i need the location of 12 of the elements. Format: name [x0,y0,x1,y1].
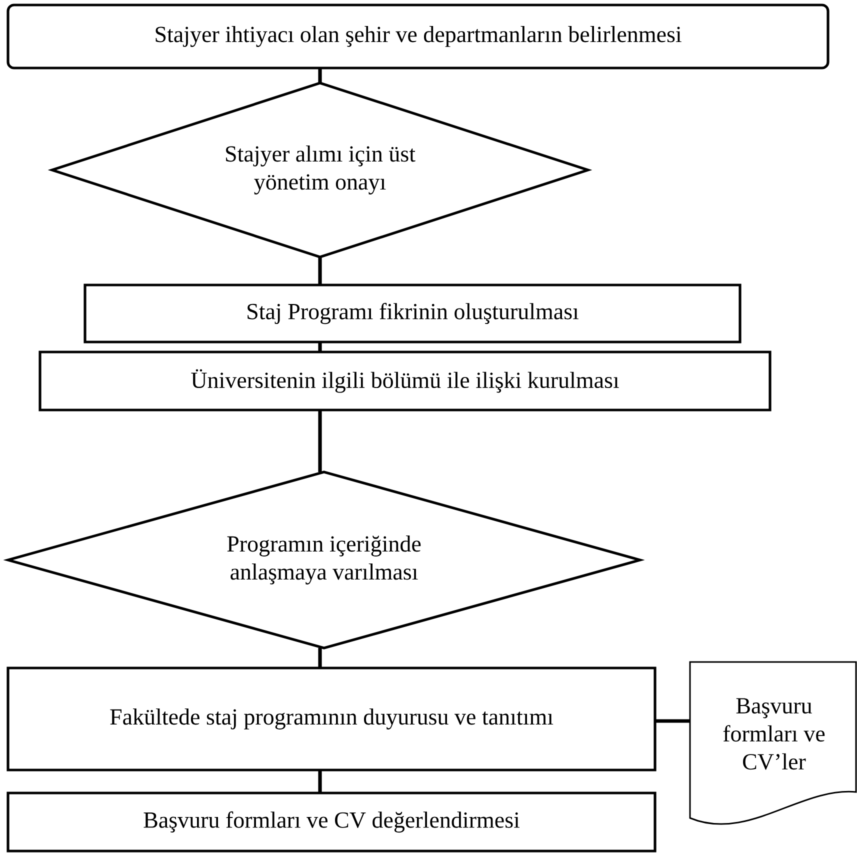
connector-line [318,68,322,83]
process-box: Stajyer ihtiyacı olan şehir ve departmanların belirlenmesi [6,4,830,70]
connector-line [318,770,322,793]
process-box: Başvuru formları ve CV değerlendirmesi [6,792,656,852]
connector-line [318,342,322,352]
process-box: Fakültede staj programının duyurusu ve tanıtımı [6,666,656,772]
connector-line [318,257,322,285]
process-box: Staj Programı fikrinin oluşturulması [84,284,742,344]
connector-line [318,648,322,668]
connector-line [318,410,322,472]
connector-line [655,719,690,723]
process-box: Üniversitenin ilgili bölümü ile ilişki kurulması [38,350,772,412]
